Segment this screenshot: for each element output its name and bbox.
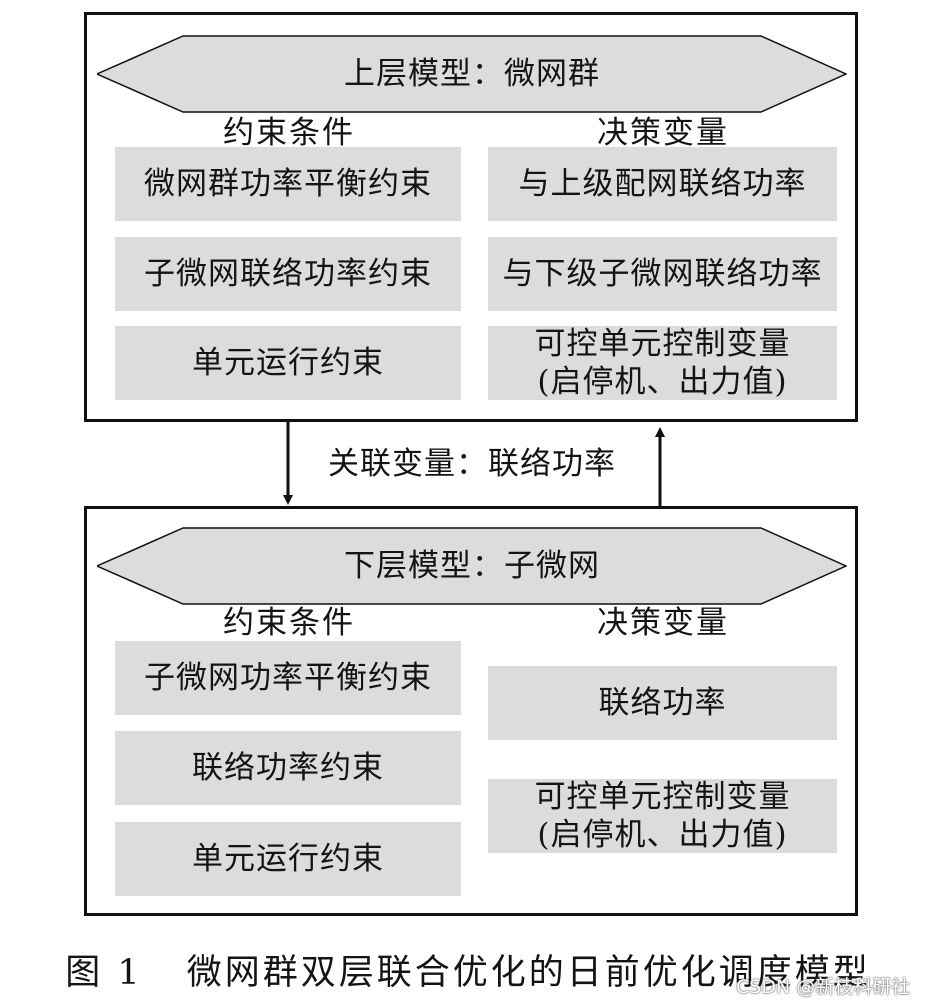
lower-model-banner: 下层模型：子微网 — [97, 527, 847, 605]
figure-caption: 图 1 微网群双层联合优化的日前优化调度模型 — [0, 945, 936, 1001]
figure-caption-text: 微网群双层联合优化的日前优化调度模型 — [186, 953, 871, 993]
lower-decision-sublabel: (启停机、出力值) — [537, 817, 788, 853]
upper-decision-sublabel: (启停机、出力值) — [537, 364, 788, 400]
link-variable-label: 关联变量：联络功率 — [328, 446, 616, 482]
lower-decision-box: 可控单元控制变量 (启停机、出力值) — [488, 779, 837, 853]
lower-constraints-heading: 约束条件 — [223, 605, 355, 641]
lower-constraint-box: 单元运行约束 — [115, 822, 461, 896]
lower-constraint-box: 子微网功率平衡约束 — [115, 641, 461, 715]
lower-decisions-heading: 决策变量 — [597, 605, 729, 641]
lower-model-panel: 下层模型：子微网 约束条件 决策变量 子微网功率平衡约束 联络功率约束 单元运行… — [84, 506, 858, 916]
upper-constraint-box: 单元运行约束 — [115, 326, 461, 400]
upper-decision-box: 与下级子微网联络功率 — [488, 237, 837, 311]
upper-constraint-label: 微网群功率平衡约束 — [144, 166, 432, 202]
upper-constraint-label: 单元运行约束 — [192, 345, 384, 381]
upper-decisions-heading: 决策变量 — [597, 115, 729, 151]
lower-constraint-label: 联络功率约束 — [192, 750, 384, 786]
upper-decision-box: 与上级配网联络功率 — [488, 147, 837, 221]
upper-decision-label: 可控单元控制变量 — [534, 326, 791, 362]
upper-decision-label: 与上级配网联络功率 — [518, 166, 807, 202]
lower-model-title: 下层模型：子微网 — [344, 548, 600, 584]
figure-number: 图 1 — [65, 953, 143, 993]
upper-constraint-box: 微网群功率平衡约束 — [115, 147, 461, 221]
upper-constraint-box: 子微网联络功率约束 — [115, 237, 461, 311]
lower-decision-label: 联络功率 — [598, 685, 727, 721]
lower-constraint-label: 单元运行约束 — [192, 841, 384, 877]
lower-decision-box: 联络功率 — [488, 666, 837, 740]
lower-decision-label: 可控单元控制变量 — [534, 779, 791, 815]
layer-connector-arrows — [283, 422, 665, 506]
upper-decision-box: 可控单元控制变量 (启停机、出力值) — [488, 326, 837, 400]
lower-banner-hexagon-shape — [97, 527, 847, 605]
upper-model-panel: 上层模型：微网群 约束条件 决策变量 微网群功率平衡约束 子微网联络功率约束 单… — [84, 12, 858, 422]
upper-constraint-label: 子微网联络功率约束 — [144, 256, 432, 292]
upper-constraints-heading: 约束条件 — [223, 115, 355, 151]
upper-model-banner: 上层模型：微网群 — [97, 35, 847, 113]
lower-constraint-box: 联络功率约束 — [115, 731, 461, 805]
lower-constraint-label: 子微网功率平衡约束 — [144, 660, 432, 696]
watermark: CSDN @新枝科研社 — [736, 976, 911, 998]
upper-model-title: 上层模型：微网群 — [344, 56, 600, 92]
upper-banner-hexagon-shape — [97, 35, 847, 113]
upper-decision-label: 与下级子微网联络功率 — [502, 256, 823, 292]
